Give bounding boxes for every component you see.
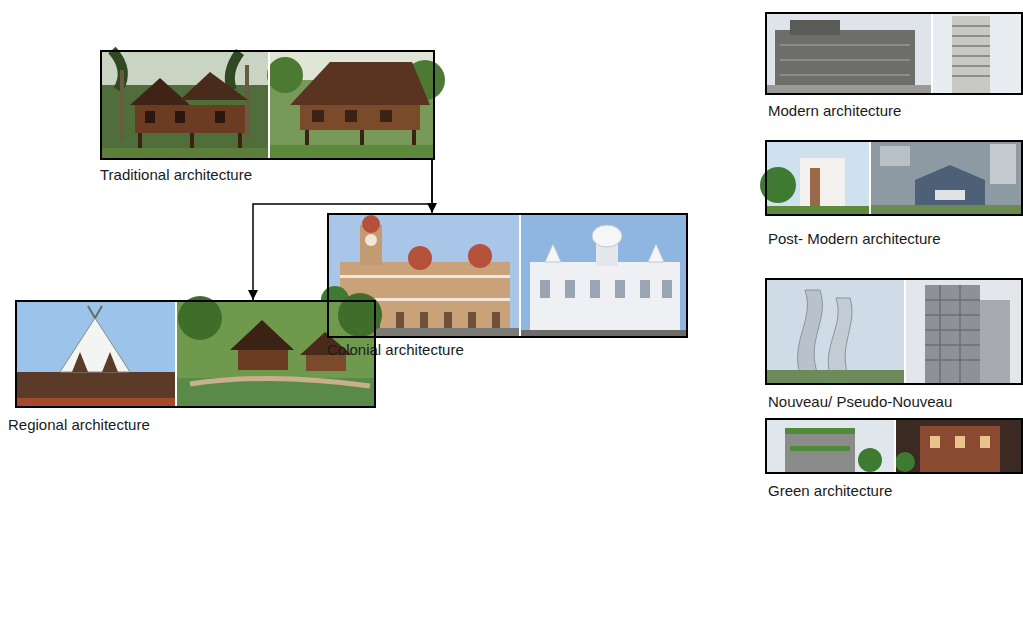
photo-caption: Green architecture: [768, 482, 892, 500]
caption-text: Post- Modern architecture: [768, 230, 941, 248]
photo-box: Green architecture: [765, 418, 1023, 474]
photo-box: Post- Modern architecture: [765, 140, 1023, 216]
caption-text: Green architecture: [768, 482, 892, 500]
caption-text: Regional architecture: [8, 416, 150, 434]
photo-caption: Colonial architecture: [327, 341, 464, 359]
caption-text: Nouveau/ Pseudo-Nouveau: [768, 393, 952, 411]
photo-caption: Traditional architecture: [100, 166, 252, 184]
caption-text: Colonial architecture: [327, 341, 464, 359]
post-modern-photo: [760, 140, 1023, 216]
caption-text: Modern architecture: [768, 102, 901, 120]
traditional-photo: [100, 50, 445, 160]
photo-box: Colonial architecture: [327, 213, 688, 338]
green-photo: [765, 418, 1023, 474]
nouveau-photo: [765, 278, 1023, 385]
photo-caption: Post- Modern architecture: [768, 230, 941, 248]
caption-text: Traditional architecture: [100, 166, 252, 184]
modern-photo: [765, 12, 1023, 95]
colonial-photo: [321, 213, 688, 338]
photo-box: Regional architecture: [15, 300, 376, 408]
photo-box: Traditional architecture: [100, 50, 435, 160]
photo-box: Modern architecture: [765, 12, 1023, 95]
photo-box: Nouveau/ Pseudo-Nouveau: [765, 278, 1023, 385]
photo-caption: Regional architecture: [8, 416, 150, 434]
photo-caption: Nouveau/ Pseudo-Nouveau: [768, 393, 952, 411]
photo-caption: Modern architecture: [768, 102, 901, 120]
arrow-connector: [253, 160, 432, 300]
